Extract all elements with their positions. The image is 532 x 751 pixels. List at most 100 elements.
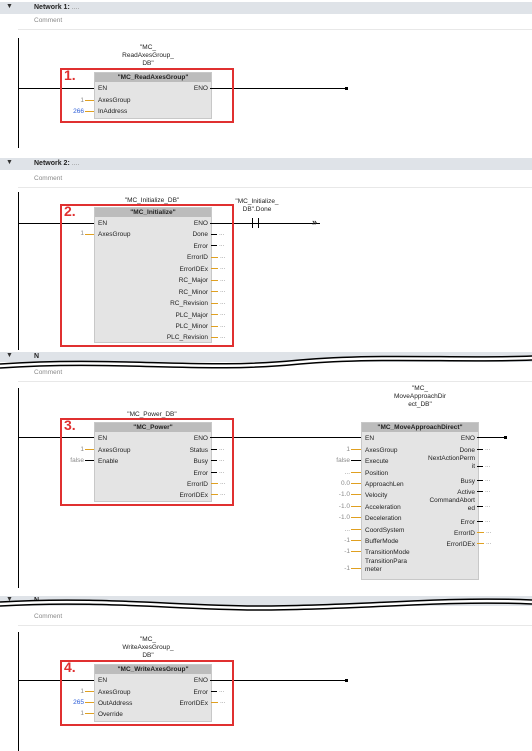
pin-buffermode[interactable]: BufferMode bbox=[365, 538, 399, 545]
network-2-header[interactable]: ▼ Network 2: .... bbox=[0, 158, 532, 170]
pin-axesgroup[interactable]: AxesGroup bbox=[98, 447, 131, 454]
param-value[interactable]: ... bbox=[220, 310, 226, 317]
network-comment[interactable]: Comment bbox=[34, 369, 63, 376]
param-value[interactable]: -1.0 bbox=[338, 514, 350, 521]
param-value[interactable]: 1 bbox=[80, 446, 84, 453]
pin-eno[interactable]: ENO bbox=[193, 677, 208, 684]
param-value[interactable]: 266 bbox=[73, 108, 84, 115]
collapse-icon[interactable]: ▼ bbox=[6, 596, 13, 603]
pin-override[interactable]: Override bbox=[98, 711, 123, 718]
pin-rc-revision[interactable]: RC_Revision bbox=[170, 300, 208, 307]
instance-db-label[interactable]: "MC_ MoveApproachDir ect_DB" bbox=[393, 385, 447, 408]
pin-error[interactable]: Error bbox=[193, 689, 208, 696]
param-value[interactable]: ... bbox=[344, 526, 350, 533]
network-comment[interactable]: Comment bbox=[34, 17, 63, 24]
pin-error[interactable]: Error bbox=[193, 243, 208, 250]
param-value[interactable]: ... bbox=[219, 241, 225, 248]
param-value[interactable]: ... bbox=[219, 445, 225, 452]
param-value[interactable]: ... bbox=[485, 476, 491, 483]
pin-errorid[interactable]: ErrorID bbox=[454, 530, 475, 537]
pin-enable[interactable]: Enable bbox=[98, 458, 119, 465]
param-value[interactable]: ... bbox=[219, 230, 225, 237]
pin-approachlen[interactable]: ApproachLen bbox=[365, 481, 404, 488]
param-value[interactable]: ... bbox=[485, 462, 491, 469]
fb-write-axes-group[interactable]: "MC_WriteAxesGroup" EN AxesGroup OutAddr… bbox=[94, 664, 212, 722]
param-value[interactable]: -1 bbox=[344, 565, 350, 572]
pin-en[interactable]: EN bbox=[98, 677, 108, 684]
param-value[interactable]: 1 bbox=[80, 230, 84, 237]
pin-eno[interactable]: ENO bbox=[460, 435, 475, 442]
fb-read-axes-group[interactable]: "MC_ReadAxesGroup" EN ENO AxesGroup InAd… bbox=[94, 72, 212, 119]
network-3-header[interactable]: ▼ N bbox=[0, 352, 532, 362]
pin-nextactionpermit[interactable]: NextActionPerm it bbox=[428, 455, 475, 470]
param-value[interactable]: -1 bbox=[344, 537, 350, 544]
fb-move-approach-direct[interactable]: "MC_MoveApproachDirect" EN AxesGroup Exe… bbox=[361, 422, 479, 580]
param-value[interactable]: 1 bbox=[346, 446, 350, 453]
pin-en[interactable]: EN bbox=[98, 220, 108, 227]
pin-errorid[interactable]: ErrorID bbox=[187, 254, 208, 261]
pin-transitionparameter[interactable]: TransitionPara meter bbox=[365, 558, 408, 573]
collapse-icon[interactable]: ▼ bbox=[6, 3, 13, 10]
param-value[interactable]: false bbox=[336, 457, 350, 464]
param-value[interactable]: ... bbox=[220, 333, 226, 340]
param-value[interactable]: ... bbox=[220, 322, 226, 329]
param-value[interactable]: ... bbox=[219, 468, 225, 475]
param-value[interactable]: ... bbox=[220, 253, 226, 260]
pin-busy[interactable]: Busy bbox=[460, 478, 475, 485]
pin-error[interactable]: Error bbox=[193, 470, 208, 477]
param-value[interactable]: ... bbox=[220, 287, 226, 294]
instance-db-label[interactable]: "MC_Power_DB" bbox=[127, 411, 177, 418]
pin-coordsystem[interactable]: CoordSystem bbox=[365, 527, 405, 534]
pin-inaddress[interactable]: InAddress bbox=[98, 108, 128, 115]
contact-label[interactable]: "MC_Initialize_ DB".Done bbox=[235, 198, 279, 213]
pin-eno[interactable]: ENO bbox=[193, 220, 208, 227]
pin-erroridex[interactable]: ErrorIDEx bbox=[446, 541, 475, 548]
param-value[interactable]: ... bbox=[485, 502, 491, 509]
instance-db-label[interactable]: "MC_ ReadAxesGroup_ DB" bbox=[122, 44, 174, 67]
param-value[interactable]: -1 bbox=[344, 548, 350, 555]
pin-position[interactable]: Position bbox=[365, 470, 389, 477]
pin-plc-minor[interactable]: PLC_Minor bbox=[175, 323, 208, 330]
network-comment[interactable]: Comment bbox=[34, 613, 63, 620]
fb-power[interactable]: "MC_Power" EN AxesGroup Enable ENO Statu… bbox=[94, 422, 212, 502]
contact-left-plate[interactable] bbox=[252, 218, 253, 228]
param-value[interactable]: ... bbox=[485, 517, 491, 524]
pin-plc-major[interactable]: PLC_Major bbox=[175, 312, 208, 319]
pin-rc-major[interactable]: RC_Major bbox=[178, 277, 208, 284]
pin-eno[interactable]: ENO bbox=[193, 85, 208, 92]
network-comment[interactable]: Comment bbox=[34, 175, 63, 182]
pin-plc-revision[interactable]: PLC_Revision bbox=[166, 334, 208, 341]
param-value[interactable]: ... bbox=[485, 445, 491, 452]
pin-erroridex[interactable]: ErrorIDEx bbox=[179, 700, 208, 707]
pin-axesgroup[interactable]: AxesGroup bbox=[98, 231, 131, 238]
network-1-header[interactable]: ▼ Network 1: .... bbox=[0, 2, 532, 14]
param-value[interactable]: ... bbox=[220, 479, 226, 486]
param-value[interactable]: ... bbox=[220, 299, 226, 306]
pin-axesgroup[interactable]: AxesGroup bbox=[98, 97, 131, 104]
instance-db-label[interactable]: "MC_ WriteAxesGroup_ DB" bbox=[122, 636, 174, 659]
pin-active[interactable]: Active bbox=[457, 489, 475, 496]
param-value[interactable]: -1.0 bbox=[338, 491, 350, 498]
pin-eno[interactable]: ENO bbox=[193, 435, 208, 442]
pin-velocity[interactable]: Velocity bbox=[365, 492, 388, 499]
pin-busy[interactable]: Busy bbox=[193, 458, 208, 465]
param-value[interactable]: ... bbox=[220, 490, 226, 497]
param-value[interactable]: ... bbox=[344, 469, 350, 476]
pin-done[interactable]: Done bbox=[459, 447, 475, 454]
param-value[interactable]: ... bbox=[219, 687, 225, 694]
pin-erroridex[interactable]: ErrorIDEx bbox=[179, 266, 208, 273]
param-value[interactable]: ... bbox=[486, 539, 492, 546]
pin-transitionmode[interactable]: TransitionMode bbox=[365, 549, 410, 556]
param-value[interactable]: false bbox=[70, 457, 84, 464]
pin-commandaborted[interactable]: CommandAbort ed bbox=[429, 497, 475, 512]
param-value[interactable]: 0.0 bbox=[340, 480, 350, 487]
param-value[interactable]: ... bbox=[220, 264, 226, 271]
param-value[interactable]: 1 bbox=[80, 97, 84, 104]
param-value[interactable]: -1.0 bbox=[338, 503, 350, 510]
param-value[interactable]: ... bbox=[219, 456, 225, 463]
instance-db-label[interactable]: "MC_Initialize_DB" bbox=[124, 197, 180, 204]
pin-axesgroup[interactable]: AxesGroup bbox=[365, 447, 398, 454]
param-value[interactable]: ... bbox=[220, 276, 226, 283]
param-value[interactable]: 265 bbox=[73, 699, 84, 706]
collapse-icon[interactable]: ▼ bbox=[6, 159, 13, 166]
